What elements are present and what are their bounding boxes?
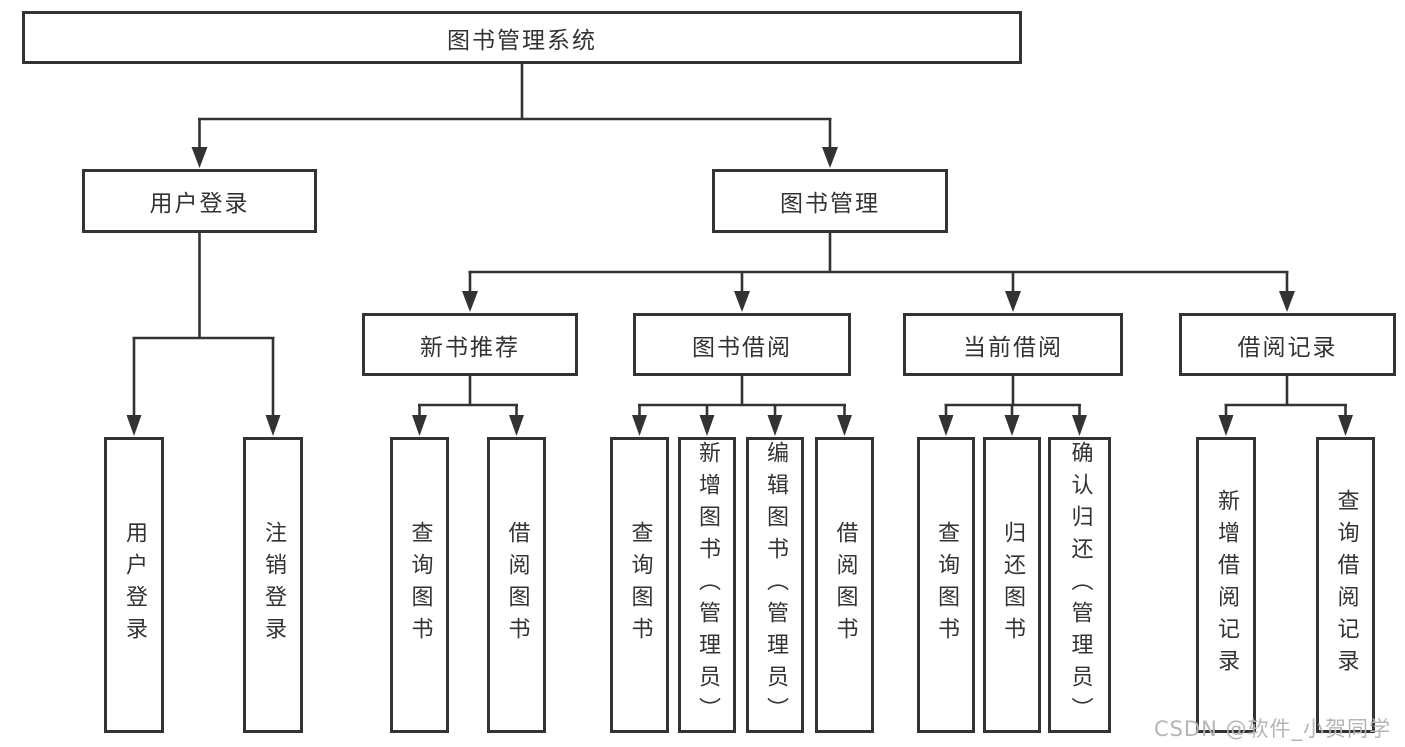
leaf-confirm-return-admin-label: 确认归还（管理员） — [1067, 441, 1093, 729]
leaf-edit-books-admin: 编辑图书（管理员） — [746, 437, 804, 733]
node-new-book-recommend: 新书推荐 — [362, 313, 578, 376]
node-borrow-records: 借阅记录 — [1179, 313, 1396, 376]
node-new-book-recommend-label: 新书推荐 — [420, 334, 520, 361]
node-current-borrow-label: 当前借阅 — [963, 334, 1063, 361]
arrowhead-icons — [126, 147, 1353, 436]
leaf-borrow-books-recommend: 借阅图书 — [487, 437, 546, 733]
node-current-borrow: 当前借阅 — [903, 313, 1123, 376]
leaf-query-borrow-record: 查询借阅记录 — [1316, 437, 1375, 733]
leaf-user-login: 用户登录 — [104, 437, 164, 733]
leaf-query-books-recommend: 查询图书 — [390, 437, 449, 733]
node-root: 图书管理系统 — [22, 11, 1022, 64]
leaf-return-books-label: 归还图书 — [1000, 521, 1025, 649]
node-user-login-label: 用户登录 — [149, 191, 250, 217]
leaf-add-borrow-record: 新增借阅记录 — [1196, 437, 1256, 733]
leaf-borrow-books: 借阅图书 — [815, 437, 874, 733]
leaf-borrow-books-recommend-label: 借阅图书 — [504, 521, 530, 649]
leaf-return-books: 归还图书 — [983, 437, 1041, 733]
leaf-query-books-borrow: 查询图书 — [610, 437, 669, 733]
leaf-logout: 注销登录 — [243, 437, 303, 733]
leaf-logout-label: 注销登录 — [261, 521, 286, 649]
leaf-query-books-borrow-label: 查询图书 — [627, 521, 653, 649]
node-borrow-records-label: 借阅记录 — [1237, 334, 1338, 361]
node-root-label: 图书管理系统 — [447, 27, 597, 54]
leaf-query-books-recommend-label: 查询图书 — [407, 521, 433, 649]
leaf-query-borrow-record-label: 查询借阅记录 — [1333, 489, 1359, 681]
node-book-borrow-label: 图书借阅 — [692, 334, 792, 361]
leaf-add-books-admin: 新增图书（管理员） — [678, 437, 736, 733]
leaf-add-borrow-record-label: 新增借阅记录 — [1214, 489, 1239, 681]
leaf-user-login-label: 用户登录 — [122, 521, 147, 649]
node-book-management-label: 图书管理 — [780, 191, 880, 217]
node-book-borrow: 图书借阅 — [633, 313, 851, 376]
leaf-add-books-admin-label: 新增图书（管理员） — [695, 441, 720, 729]
leaf-confirm-return-admin: 确认归还（管理员） — [1048, 437, 1111, 733]
leaf-borrow-books-label: 借阅图书 — [832, 521, 858, 649]
node-book-management: 图书管理 — [712, 169, 948, 233]
leaf-edit-books-admin-label: 编辑图书（管理员） — [763, 441, 788, 729]
node-user-login: 用户登录 — [82, 169, 317, 233]
leaf-query-books-current-label: 查询图书 — [934, 521, 959, 649]
watermark: CSDN @软件_小贺同学 — [1153, 717, 1391, 741]
leaf-query-books-current: 查询图书 — [917, 437, 975, 733]
